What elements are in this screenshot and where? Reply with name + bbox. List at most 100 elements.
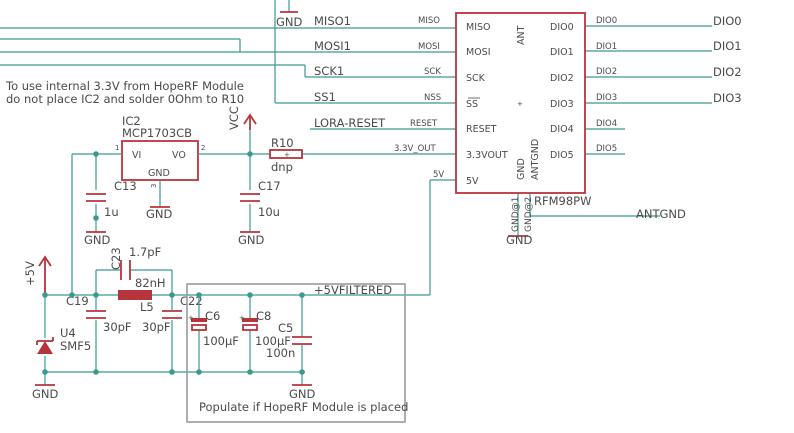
c23-value: 1.7pF: [129, 245, 161, 259]
gnd-symbol-u4: GND: [32, 384, 59, 401]
populate-box: [186, 283, 406, 423]
module-name: RFM98PW: [534, 194, 591, 208]
junction-dots: [42, 151, 305, 375]
wire-label-mosi: MOSI: [418, 42, 440, 52]
module-gnd1: GND@1: [511, 197, 521, 232]
c5-ref: C5: [278, 321, 293, 335]
vcc-symbol: [243, 113, 257, 130]
capacitor-c6: +: [188, 314, 207, 331]
wire-label-dio2: DIO2: [596, 67, 617, 77]
u4-ref: U4: [60, 326, 76, 340]
svg-text:+: +: [188, 314, 194, 322]
pin-ss: SS: [466, 99, 478, 110]
u4-value: SMF5: [60, 339, 91, 353]
pin-dio0: DIO0: [550, 22, 574, 33]
wire-label-miso: MISO: [418, 16, 440, 26]
c22-value: 30pF: [142, 320, 171, 334]
net-label-antgnd: ANTGND: [636, 207, 686, 221]
svg-text:1: 1: [115, 144, 119, 152]
note-line-1: To use internal 3.3V from HopeRF Module: [5, 79, 244, 93]
r10-value: dnp: [271, 160, 293, 174]
net-label-dio2: DIO2: [713, 65, 742, 79]
c17-ref: C17: [258, 179, 281, 193]
pin-mosi: MOSI: [466, 47, 491, 58]
c5-value: 100n: [266, 346, 295, 360]
c6-value: 100µF: [203, 334, 239, 348]
svg-text:GND: GND: [289, 387, 316, 401]
pin-dio4: DIO4: [550, 124, 574, 135]
wire-label-5v: 5V: [433, 170, 444, 180]
net-label-reset: LORA-RESET: [314, 116, 386, 130]
p5v-label: +5V: [23, 261, 37, 286]
wire-label-dio4: DIO4: [596, 119, 617, 129]
gnd-symbol-c17: GND: [238, 231, 265, 247]
c19-ref: C19: [66, 294, 89, 308]
capacitor-c8: +: [239, 314, 258, 331]
capacitor-c13: [86, 193, 106, 202]
vcc-label: VCC: [227, 106, 241, 130]
resistor-r10: +: [269, 149, 303, 159]
signal-wires: [0, 0, 712, 295]
net-label-dio3: DIO3: [713, 91, 742, 105]
svg-text:+: +: [517, 100, 523, 108]
wire-label-nss: NSS: [424, 93, 441, 103]
svg-text:+: +: [284, 151, 290, 159]
note-line-2: do not place IC2 and solder 0Ohm to R10: [6, 92, 244, 106]
pin-dio3: DIO3: [550, 99, 574, 110]
wire-label-reset: RESET: [410, 119, 438, 129]
svg-text:GND: GND: [84, 233, 111, 247]
pin-ant: ANT: [516, 25, 527, 45]
svg-text:GND: GND: [148, 168, 170, 179]
inductor-l5: [118, 290, 152, 300]
wire-label-dio1: DIO1: [596, 42, 617, 52]
net-label-mosi: MOSI1: [314, 39, 351, 53]
pin-gnd: GND: [516, 158, 527, 180]
r10-ref: R10: [271, 136, 294, 150]
wire-label-33v: 3.3V_OUT: [394, 144, 436, 154]
diode-u4: [36, 337, 54, 354]
net-label-ss: SS1: [314, 90, 336, 104]
net-label-miso: MISO1: [314, 14, 351, 28]
pin-dio5: DIO5: [550, 150, 574, 161]
ic2-ref: IC2: [122, 114, 141, 128]
capacitor-c17: [240, 193, 260, 202]
gnd-symbol-c13: GND: [84, 231, 111, 247]
pin-33vout: 3.3VOUT: [466, 150, 508, 161]
pin-5v: 5V: [466, 176, 479, 187]
pin-antgnd: ANTGND: [530, 139, 541, 180]
svg-text:GND: GND: [276, 15, 303, 29]
ic2-part: MCP1703CB: [122, 126, 192, 140]
pin-dio1: DIO1: [550, 47, 574, 58]
l5-value: 82nH: [135, 276, 166, 290]
gnd-symbol-ic2: GND: [146, 206, 173, 221]
svg-text:GND: GND: [32, 387, 59, 401]
pin-reset: RESET: [466, 124, 497, 135]
c8-ref: C8: [256, 309, 271, 323]
module-gnd2: GND@2: [524, 197, 534, 232]
c19-value: 30pF: [103, 320, 132, 334]
c13-ref: C13: [114, 179, 137, 193]
svg-text:GND: GND: [146, 207, 173, 221]
svg-text:+: +: [239, 314, 245, 322]
gnd-symbol-c5: GND: [289, 384, 316, 401]
p5v-symbol: [38, 255, 52, 295]
l5-ref: L5: [140, 300, 154, 314]
c8-value: 100µF: [255, 334, 291, 348]
c6-ref: C6: [205, 309, 220, 323]
wire-label-sck: SCK: [424, 67, 441, 77]
c23-ref: C23: [109, 247, 123, 270]
capacitor-c23: [120, 260, 131, 280]
rfm98pw-module: MISO MOSI SCK SS RESET 3.3VOUT 5V DIO0 D…: [455, 12, 586, 194]
net-label-sck: SCK1: [314, 64, 344, 78]
net-label-5vfiltered: +5VFILTERED: [314, 283, 392, 297]
wire-label-dio5: DIO5: [596, 144, 617, 154]
svg-text:GND: GND: [506, 233, 533, 247]
wire-label-dio3: DIO3: [596, 93, 617, 103]
gnd-symbol-top: GND: [276, 11, 303, 29]
c17-value: 10u: [258, 205, 280, 219]
svg-text:3: 3: [150, 184, 158, 188]
svg-text:VI: VI: [132, 150, 141, 161]
gnd-symbol-module: GND: [506, 233, 533, 247]
svg-text:GND: GND: [238, 233, 265, 247]
